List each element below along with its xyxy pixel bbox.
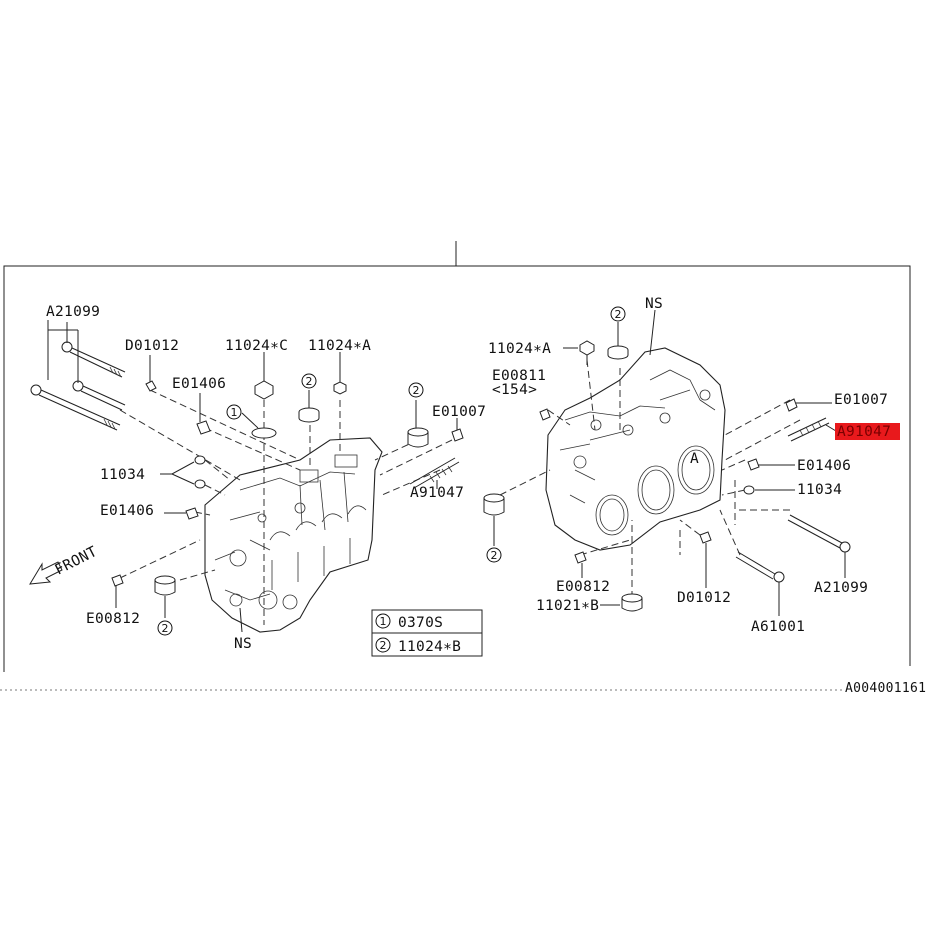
bolt-a61001 bbox=[735, 551, 785, 616]
bolt-11024a-right bbox=[563, 340, 595, 365]
bolt-11024c bbox=[254, 352, 274, 400]
pin-e00811 bbox=[539, 408, 551, 421]
callout-2-e: 2 bbox=[491, 549, 498, 562]
callout-2-b: 2 bbox=[413, 384, 420, 397]
label-e00812-right: E00812 bbox=[556, 579, 610, 595]
label-11024a-right: 11024∗A bbox=[488, 341, 551, 357]
label-e01007-left: E01007 bbox=[432, 404, 486, 420]
label-e00812-left: E00812 bbox=[86, 611, 140, 627]
o-ring-0370s bbox=[251, 427, 277, 439]
pin-d01012-left bbox=[145, 380, 157, 392]
label-a91047-right[interactable]: A91047 bbox=[837, 424, 891, 440]
callout-1: 1 bbox=[231, 406, 238, 419]
legend-row1-text: 0370S bbox=[398, 615, 443, 631]
left-callouts: 1 2 2 2 bbox=[157, 373, 424, 636]
left-parts bbox=[30, 320, 464, 633]
callout-2-c: 2 bbox=[162, 622, 169, 635]
label-a91047-left: A91047 bbox=[410, 485, 464, 501]
washer-11034-right bbox=[743, 485, 755, 495]
pin-e01007-left bbox=[451, 428, 464, 442]
left-cylinder-block bbox=[204, 437, 383, 633]
label-e00811: E00811 bbox=[492, 368, 546, 384]
dowel-e01406-left bbox=[196, 420, 211, 435]
stud-a91047-left bbox=[409, 457, 460, 489]
legend-row2-text: 11024∗B bbox=[398, 639, 461, 655]
callout-2-a: 2 bbox=[306, 375, 313, 388]
pin-e01007-right bbox=[785, 398, 798, 412]
right-callouts: 2 2 bbox=[486, 306, 626, 563]
pin-e00812-left bbox=[111, 574, 124, 587]
pin-e00812-right bbox=[574, 551, 587, 564]
dowel-e01406-right bbox=[747, 458, 760, 471]
label-e01406-left: E01406 bbox=[172, 376, 226, 392]
dowel-e01406-lower bbox=[185, 507, 199, 520]
bolt-a21099-left bbox=[30, 320, 126, 431]
label-e01007-right: E01007 bbox=[834, 392, 888, 408]
diagram-frame bbox=[0, 241, 911, 691]
label-ns-left: NS bbox=[234, 636, 252, 652]
label-154: <154> bbox=[492, 382, 537, 398]
washer-11034-a bbox=[194, 455, 206, 465]
label-11024c: 11024∗C bbox=[225, 338, 288, 354]
label-ns-right: NS bbox=[645, 296, 663, 312]
stud-a91047-right bbox=[787, 417, 837, 442]
label-11034-left: 11034 bbox=[100, 467, 145, 483]
callout-2-d: 2 bbox=[615, 308, 622, 321]
plug-11024b-top-left bbox=[298, 390, 320, 423]
plug-11024b-right-left bbox=[407, 400, 429, 448]
label-a21099-left: A21099 bbox=[46, 304, 100, 320]
front-arrow-icon: FRONT bbox=[29, 544, 100, 585]
bolt-a21099-right bbox=[787, 514, 851, 578]
left-labels: A21099 D01012 E01406 11024∗C 11024∗A E01… bbox=[46, 304, 486, 652]
right-parts bbox=[483, 309, 851, 616]
label-a61001: A61001 bbox=[751, 619, 805, 635]
right-leader-lines bbox=[499, 359, 801, 598]
label-d01012-right: D01012 bbox=[677, 590, 731, 606]
bolt-11024a-left bbox=[333, 352, 347, 395]
plug-11024b-left-right bbox=[483, 493, 505, 546]
diagram-code: A004001161 bbox=[845, 681, 926, 696]
plug-11021b bbox=[600, 593, 643, 612]
highlight-box bbox=[835, 423, 900, 440]
plug-11024b-top-right bbox=[607, 322, 629, 360]
block-marking-a: A bbox=[690, 451, 699, 467]
label-11021b: 11021∗B bbox=[536, 598, 599, 614]
legend-row2-num: 2 bbox=[380, 639, 387, 652]
washer-11034-b bbox=[194, 479, 206, 489]
right-labels: NS 11024∗A E00811 <154> E01007 A91047 E0… bbox=[488, 296, 891, 635]
label-e01406-lower: E01406 bbox=[100, 503, 154, 519]
legend-table: 1 0370S 2 11024∗B bbox=[371, 609, 483, 657]
front-label: FRONT bbox=[53, 544, 100, 579]
pin-d01012-right bbox=[699, 531, 712, 544]
label-e01406-right: E01406 bbox=[797, 458, 851, 474]
label-a21099-right: A21099 bbox=[814, 580, 868, 596]
label-11034-right: 11034 bbox=[797, 482, 842, 498]
legend-row1-num: 1 bbox=[380, 615, 387, 628]
plug-11024b-lower-left bbox=[154, 575, 176, 618]
label-11024a-left: 11024∗A bbox=[308, 338, 371, 354]
right-cylinder-block: A bbox=[545, 347, 726, 551]
label-d01012-left: D01012 bbox=[125, 338, 179, 354]
